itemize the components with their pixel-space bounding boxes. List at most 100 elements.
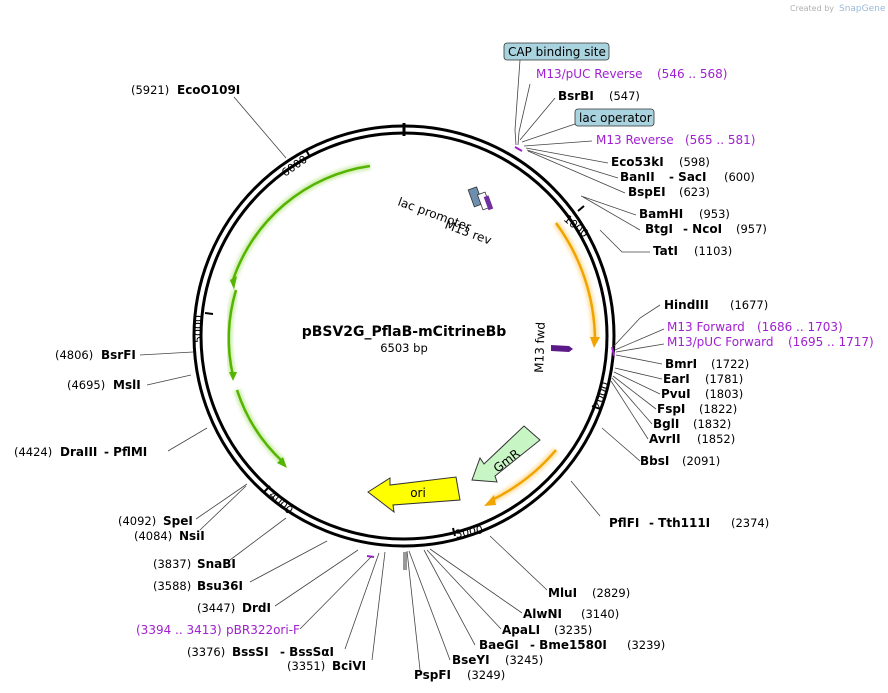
ori-label: ori bbox=[410, 486, 426, 500]
site-bsssi-pos: (3376) bbox=[187, 645, 225, 659]
site-bgli-pos: (1832) bbox=[693, 417, 731, 431]
site-bsrfi-name: BsrFI bbox=[101, 348, 136, 362]
site-eco53ki-pos: (598) bbox=[679, 155, 710, 169]
site-m13-reverse-pos: (565 .. 581) bbox=[685, 133, 755, 147]
lac-operator-label: lac operator bbox=[579, 111, 652, 125]
site-eco53ki-name: Eco53kI bbox=[611, 155, 664, 169]
site-ncoi-name: - NcoI bbox=[683, 222, 722, 236]
site-bamhi-name: BamHI bbox=[639, 207, 683, 221]
site-tth111i-name-text: Tth111I bbox=[658, 516, 710, 530]
site-bseyi-pos: (3245) bbox=[505, 653, 543, 667]
site-bme1580i-name-text: Bme1580I bbox=[539, 638, 607, 652]
site-bsu36i-pos: (3588) bbox=[153, 579, 191, 593]
m13-fwd-label: M13 fwd bbox=[532, 322, 548, 373]
site-bamhi-pos: (953) bbox=[699, 207, 730, 221]
site-drdi-name: DrdI bbox=[242, 601, 271, 615]
site-pspfi-pos: (3249) bbox=[467, 668, 505, 682]
cap-binding-site-label: CAP binding site bbox=[508, 45, 606, 59]
site-alwni-name: AlwNI bbox=[523, 607, 562, 621]
credit-prefix: Created by bbox=[790, 4, 834, 13]
cluster-ring-mark bbox=[403, 552, 407, 570]
site-baegi-bme1580i-pos: (3239) bbox=[627, 638, 665, 652]
leader-lines bbox=[139, 59, 665, 671]
plasmid-name: pBSV2G_PflaB-mCitrineBb bbox=[302, 324, 507, 340]
m13-fwd-mark bbox=[551, 345, 573, 352]
site-m13-reverse-name: M13 Reverse bbox=[596, 133, 674, 147]
site-mlui-pos: (2829) bbox=[592, 586, 630, 600]
m13-forward-ring-mark bbox=[611, 346, 615, 357]
site-separator: - bbox=[683, 222, 692, 236]
site-eari-pos: (1781) bbox=[705, 372, 743, 386]
site-pspfi-name: PspFI bbox=[414, 668, 451, 682]
site-pflfi-tth111i-pos: (2374) bbox=[731, 516, 769, 530]
site-fspi-name: FspI bbox=[657, 402, 685, 416]
site-bbsi-pos: (2091) bbox=[682, 454, 720, 468]
site-nsii-pos: (4084) bbox=[134, 529, 172, 543]
tick-mark-5000 bbox=[204, 312, 214, 315]
site-pvui-pos: (1803) bbox=[705, 387, 743, 401]
site-bspei-name: BspEI bbox=[628, 185, 666, 199]
site-avrii-pos: (1852) bbox=[697, 432, 735, 446]
cap-binding-site-box bbox=[503, 42, 610, 61]
ori-feature: ori bbox=[367, 476, 461, 514]
site-tati-pos: (1103) bbox=[694, 244, 732, 258]
site-bsssai-name-text: BssSαI bbox=[289, 645, 334, 659]
site-pflmi-name-text: PflMI bbox=[113, 445, 147, 459]
site-snabi-pos: (3837) bbox=[153, 557, 191, 571]
site-spei-name: SpeI bbox=[163, 514, 193, 528]
site-bsrbi-pos: (547) bbox=[609, 89, 640, 103]
site-apali-name: ApaLI bbox=[502, 623, 540, 637]
site-bmri-name: BmrI bbox=[665, 357, 697, 371]
tick-marks bbox=[204, 149, 601, 537]
site-bmri-pos: (1722) bbox=[711, 357, 749, 371]
site-hindiii-pos: (1677) bbox=[730, 298, 768, 312]
site-bgli-name: BglI bbox=[653, 417, 679, 431]
site-saci-name-text: SacI bbox=[678, 170, 706, 184]
site-m13-puc-reverse-pos: (546 .. 568) bbox=[657, 67, 727, 81]
site-separator: - bbox=[649, 516, 658, 530]
site-separator: - bbox=[104, 445, 113, 459]
site-eari-name: EarI bbox=[663, 372, 690, 386]
site-pbr322ori-name: pBR322ori-F bbox=[226, 623, 300, 637]
site-msli-pos: (4695) bbox=[67, 378, 105, 392]
site-bseyi-name: BseYI bbox=[452, 653, 490, 667]
site-draiii-name: DraIII bbox=[60, 445, 97, 459]
site-pbr322ori-pos: (3394 .. 3413) bbox=[136, 623, 222, 637]
site-tth111i-name: - Tth111I bbox=[649, 516, 710, 530]
site-nsii-name: NsiI bbox=[179, 529, 205, 543]
site-banii-saci-pos: (600) bbox=[724, 170, 755, 184]
site-ncoi-name-text: NcoI bbox=[692, 222, 722, 236]
site-bcivi-pos: (3351) bbox=[287, 659, 325, 673]
site-bsu36i-name: Bsu36I bbox=[197, 579, 243, 593]
site-btgi-ncoi-pos: (957) bbox=[736, 222, 767, 236]
tick-label-2000: 2000 bbox=[591, 380, 613, 411]
site-mlui-name: MluI bbox=[548, 586, 577, 600]
pbr322ori-ring-mark bbox=[366, 555, 375, 558]
site-m13-forward-pos: (1686 .. 1703) bbox=[757, 320, 843, 334]
m13-rev-mark bbox=[483, 195, 494, 211]
tick-mark-2000 bbox=[591, 405, 601, 410]
site-snabi-name: SnaBI bbox=[197, 557, 236, 571]
ring-feature-marks bbox=[366, 146, 615, 570]
site-btgi-name: BtgI bbox=[645, 222, 673, 236]
site-draiii-pos: (4424) bbox=[14, 445, 52, 459]
site-bme1580i-name: - Bme1580I bbox=[530, 638, 607, 652]
tick-label-5000: 5000 bbox=[192, 315, 205, 343]
site-pvui-name: PvuI bbox=[661, 387, 691, 401]
site-drdi-pos: (3447) bbox=[197, 601, 235, 615]
site-tati-name: TatI bbox=[653, 244, 678, 258]
plasmid-length: 6503 bp bbox=[380, 341, 428, 355]
tick-mark-1000 bbox=[577, 205, 585, 212]
green-feature-arrow bbox=[225, 162, 371, 468]
site-bcivi-name: BciVI bbox=[332, 659, 366, 673]
tick-mark-6000 bbox=[305, 149, 311, 158]
site-m13-forward-name: M13 Forward bbox=[667, 320, 745, 334]
site-saci-name: - SacI bbox=[669, 170, 707, 184]
site-bsssi-name: BssSI bbox=[232, 645, 269, 659]
tick-mark-4000 bbox=[263, 485, 271, 493]
site-bsssai-name: - BssSαI bbox=[280, 645, 334, 659]
site-pflmi-name: - PflMI bbox=[104, 445, 147, 459]
site-ecoo109i-pos: (5921) bbox=[131, 83, 169, 97]
site-apali-pos: (3235) bbox=[554, 623, 592, 637]
